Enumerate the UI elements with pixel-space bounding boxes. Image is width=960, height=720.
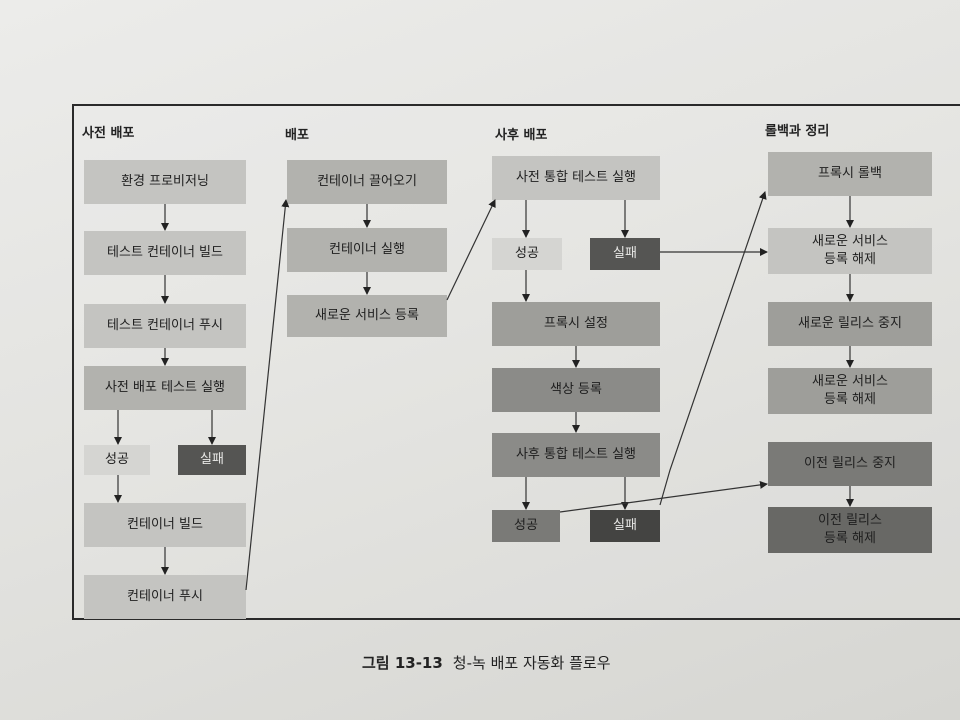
figure-caption: 그림 13-13 청-녹 배포 자동화 플로우 bbox=[362, 652, 611, 673]
arrow-fail2-to-proxy-rollback bbox=[659, 191, 767, 506]
run-container-box: 컨테이너 실행 bbox=[287, 228, 447, 272]
pull-container-box: 컨테이너 끌어오기 bbox=[287, 160, 447, 204]
section-deploy-title: 배포 bbox=[285, 128, 309, 143]
stop-new-release-box: 새로운 릴리스 중지 bbox=[768, 302, 932, 346]
post-success-2-box: 성공 bbox=[492, 510, 560, 542]
deregister-old-release-line1: 이전 릴리스 bbox=[818, 513, 882, 529]
color-register-box: 색상 등록 bbox=[492, 368, 660, 412]
arrow-push-to-pull bbox=[245, 199, 290, 591]
register-service-box: 새로운 서비스 등록 bbox=[287, 295, 447, 337]
push-test-container-box: 테스트 컨테이너 푸시 bbox=[84, 304, 246, 348]
deregister-new-service-1-line1: 새로운 서비스 bbox=[812, 234, 888, 250]
section-post-deploy-title: 사후 배포 bbox=[495, 128, 548, 143]
arrow-success2-to-stop-old bbox=[559, 480, 768, 513]
run-pre-deploy-tests-box: 사전 배포 테스트 실행 bbox=[84, 366, 246, 410]
deregister-old-release-line2: 등록 해제 bbox=[824, 531, 876, 546]
pre-fail-box: 실패 bbox=[178, 445, 246, 475]
deregister-old-release-box: 이전 릴리스 등록 해제 bbox=[768, 507, 932, 553]
build-container-box: 컨테이너 빌드 bbox=[84, 503, 246, 547]
deregister-new-service-1-line2: 등록 해제 bbox=[824, 252, 876, 267]
proxy-config-box: 프록시 설정 bbox=[492, 302, 660, 346]
figure-title: 청-녹 배포 자동화 플로우 bbox=[452, 654, 611, 672]
section-pre-deploy-title: 사전 배포 bbox=[82, 126, 135, 141]
post-fail-1-box: 실패 bbox=[590, 238, 660, 270]
section-rollback-title: 롤백과 정리 bbox=[765, 124, 830, 139]
post-fail-2-box: 실패 bbox=[590, 510, 660, 542]
deregister-new-service-1-box: 새로운 서비스 등록 해제 bbox=[768, 228, 932, 274]
post-success-1-box: 성공 bbox=[492, 238, 562, 270]
deregister-new-service-2-line1: 새로운 서비스 bbox=[812, 374, 888, 390]
deregister-new-service-2-line2: 등록 해제 bbox=[824, 392, 876, 407]
push-container-box: 컨테이너 푸시 bbox=[84, 575, 246, 619]
provision-box: 환경 프로비저닝 bbox=[84, 160, 246, 204]
stop-old-release-box: 이전 릴리스 중지 bbox=[768, 442, 932, 486]
deregister-new-service-2-box: 새로운 서비스 등록 해제 bbox=[768, 368, 932, 414]
arrow-register-to-pre-integration bbox=[446, 199, 496, 301]
figure-label: 그림 13-13 bbox=[362, 654, 443, 672]
pre-success-box: 성공 bbox=[84, 445, 150, 475]
proxy-rollback-box: 프록시 롤백 bbox=[768, 152, 932, 196]
build-test-container-box: 테스트 컨테이너 빌드 bbox=[84, 231, 246, 275]
run-post-integration-tests-box: 사후 통합 테스트 실행 bbox=[492, 433, 660, 477]
run-pre-integration-tests-box: 사전 통합 테스트 실행 bbox=[492, 156, 660, 200]
